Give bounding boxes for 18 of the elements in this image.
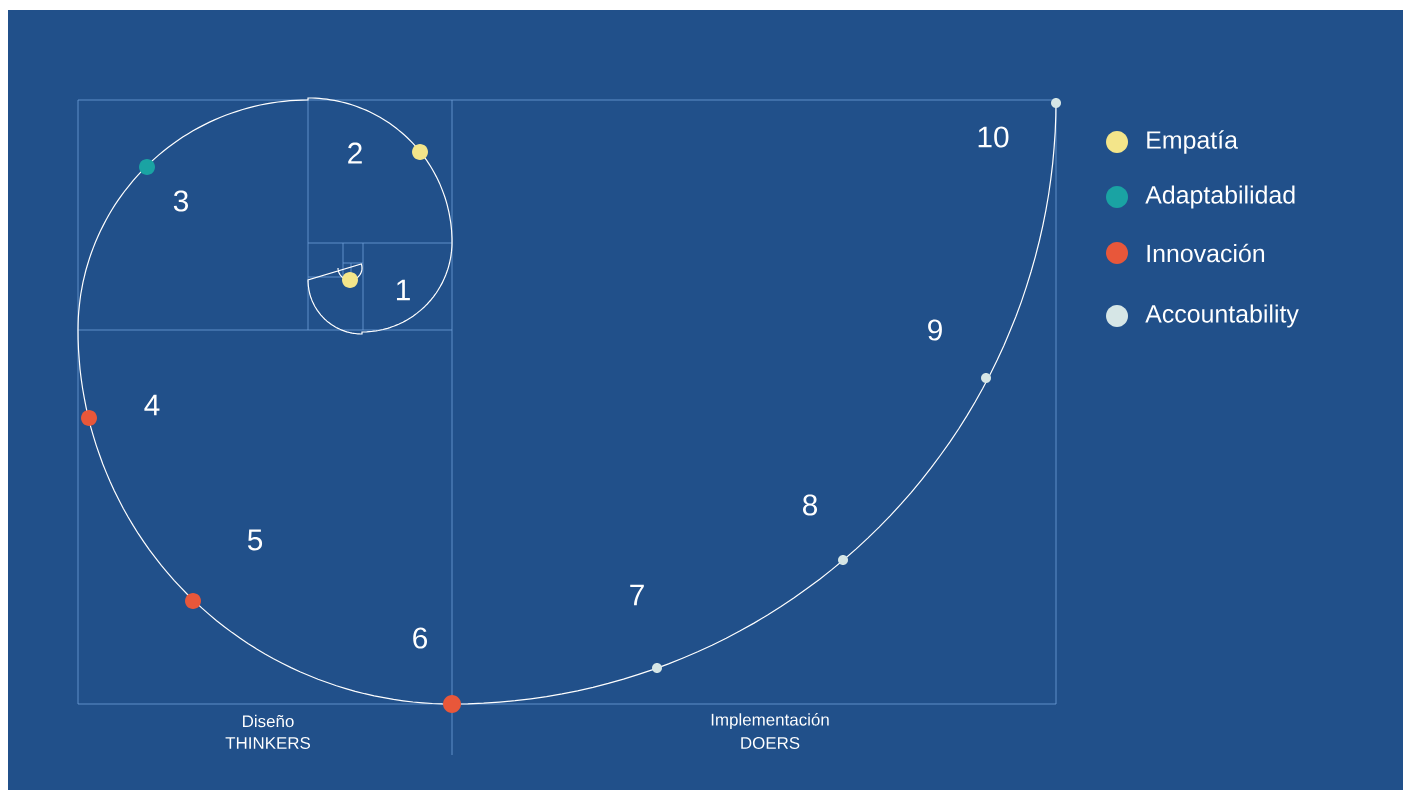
- step-number: 9: [928, 319, 942, 341]
- step-number: 8: [803, 494, 818, 516]
- legend-label: Innovación: [1147, 243, 1265, 263]
- step-number: 1: [397, 279, 410, 301]
- step-number: 10: [978, 126, 1009, 148]
- step-number: 5: [247, 529, 263, 551]
- step-number: 2: [348, 142, 362, 164]
- legend-label: Empatía: [1147, 130, 1238, 154]
- legend-label: Adaptabilidad: [1145, 185, 1295, 209]
- axis-label: Implementación: [711, 713, 829, 729]
- step-number: 6: [413, 627, 427, 649]
- step-number: 3: [173, 190, 188, 212]
- axis-label: DOERS: [741, 737, 800, 749]
- step-number: 7: [630, 584, 644, 606]
- axis-label: Diseño: [243, 714, 294, 728]
- axis-label: THINKERS: [225, 737, 311, 749]
- legend-label: Accountability: [1145, 304, 1299, 328]
- step-number: 4: [144, 394, 160, 416]
